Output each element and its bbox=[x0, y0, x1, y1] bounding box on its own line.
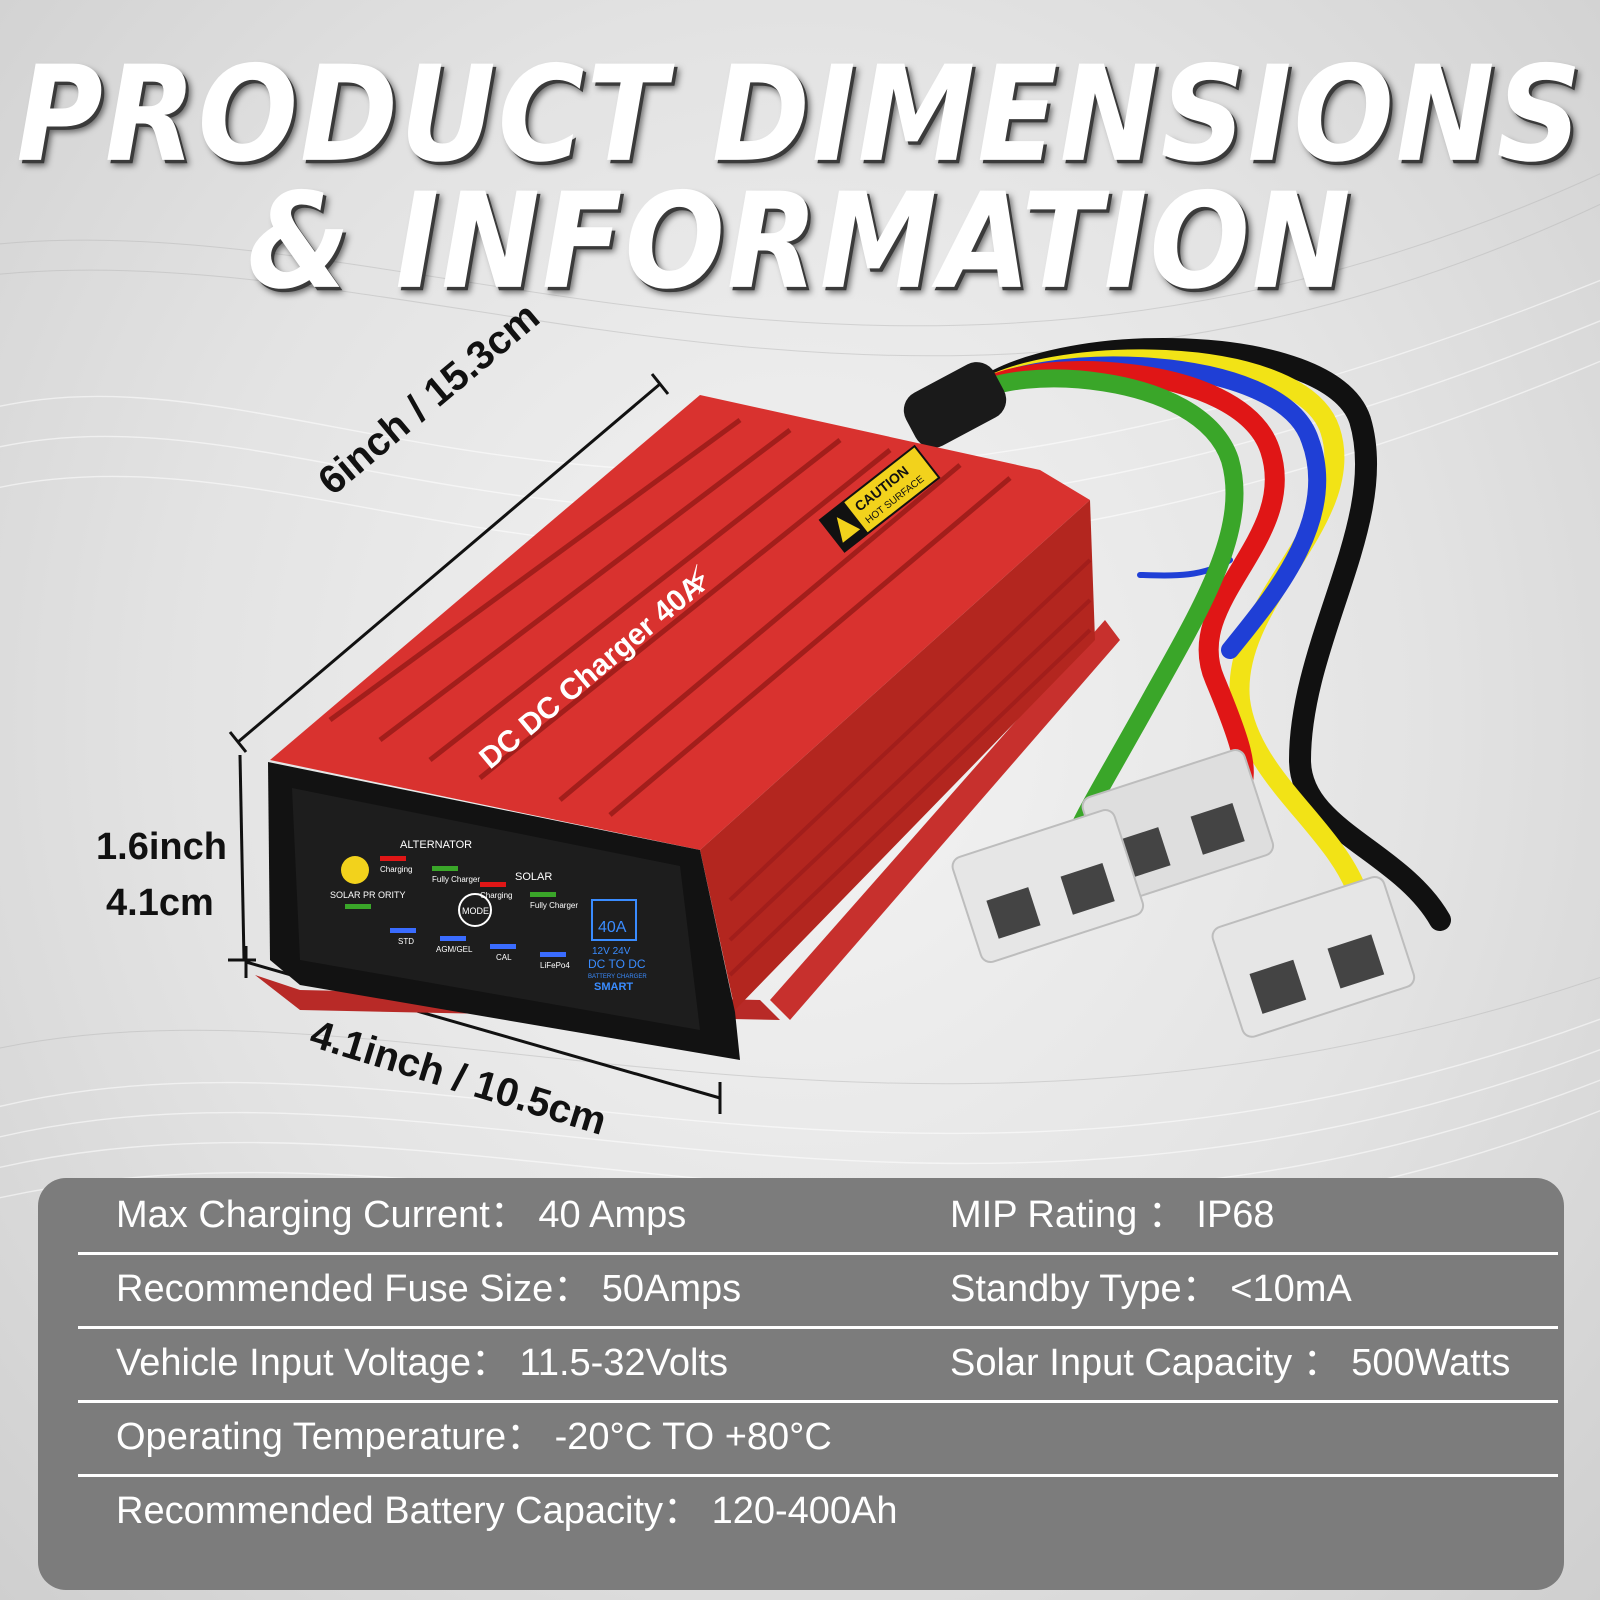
std-label: STD bbox=[398, 937, 414, 946]
badge-smart: SMART bbox=[594, 981, 633, 993]
spec-ip-rating: MIP Rating ： IP68 bbox=[950, 1194, 1275, 1236]
headline-line-1: PRODUCT DIMENSIONS bbox=[16, 36, 1584, 192]
dc-charger-product-image: CAUTION HOT SURFACE DC DC Charger 40A ⚡ … bbox=[228, 338, 1451, 1114]
dimension-height-cm-label: 4.1cm bbox=[106, 882, 214, 924]
badge-volts: 12V 24V bbox=[592, 946, 631, 957]
badge-type: DC TO DC bbox=[588, 957, 646, 971]
spec-max-charging-current: Max Charging Current： 40 Amps bbox=[116, 1194, 687, 1236]
caution-sticker: CAUTION HOT SURFACE bbox=[818, 444, 941, 553]
spec-row: Recommended Battery Capacity： 120-400Ah bbox=[78, 1474, 1558, 1548]
agm-gel-label: AGM/GEL bbox=[436, 945, 473, 954]
badge-sub: BATTERY CHARGER bbox=[588, 974, 647, 980]
charging-label-2: Charging bbox=[480, 891, 512, 900]
dimension-height-inch-label: 1.6inch bbox=[96, 826, 227, 868]
spec-row: Recommended Fuse Size： 50Amps Standby Ty… bbox=[78, 1252, 1558, 1329]
cables bbox=[964, 338, 1451, 931]
charging-label-1: Charging bbox=[380, 865, 412, 874]
cal-label: CAL bbox=[496, 953, 512, 962]
spec-solar-input: Solar Input Capacity ： 500Watts bbox=[950, 1342, 1511, 1384]
alternator-label: ALTERNATOR bbox=[400, 839, 472, 851]
solar-label: SOLAR bbox=[515, 871, 552, 883]
spec-operating-temperature: Operating Temperature： -20°C TO +80°C bbox=[116, 1416, 832, 1458]
spec-row: Max Charging Current： 40 Amps MIP Rating… bbox=[78, 1178, 1558, 1255]
anderson-connectors bbox=[951, 749, 1416, 1038]
fully-charged-label-2: Fully Charger bbox=[530, 901, 578, 910]
spec-standby: Standby Type： <10mA bbox=[950, 1268, 1352, 1310]
specifications-panel: Max Charging Current： 40 Amps MIP Rating… bbox=[38, 1178, 1564, 1590]
smart-badge: 40A 12V 24V DC TO DC BATTERY CHARGER SMA… bbox=[588, 899, 647, 993]
lifepo4-label: LiFePo4 bbox=[540, 961, 570, 970]
panel-content: SOLAR PR ORITY ALTERNATOR Charging Fully… bbox=[330, 839, 647, 993]
spec-row: Vehicle Input Voltage： 11.5-32Volts Sola… bbox=[78, 1326, 1558, 1403]
spec-row: Operating Temperature： -20°C TO +80°C bbox=[78, 1400, 1558, 1477]
housing-side bbox=[700, 500, 1095, 1010]
spec-input-voltage: Vehicle Input Voltage： 11.5-32Volts bbox=[116, 1342, 728, 1384]
spec-fuse-size: Recommended Fuse Size： 50Amps bbox=[116, 1268, 742, 1310]
solar-priority-label: SOLAR PR ORITY bbox=[330, 890, 406, 900]
mode-button-label: MODE bbox=[462, 906, 489, 916]
control-panel bbox=[292, 788, 700, 1030]
fully-charged-label-1: Fully Charger bbox=[432, 875, 480, 884]
headline-line-2: & INFORMATION bbox=[247, 163, 1353, 319]
spec-battery-capacity: Recommended Battery Capacity： 120-400Ah bbox=[116, 1490, 898, 1532]
badge-amps: 40A bbox=[598, 919, 627, 936]
